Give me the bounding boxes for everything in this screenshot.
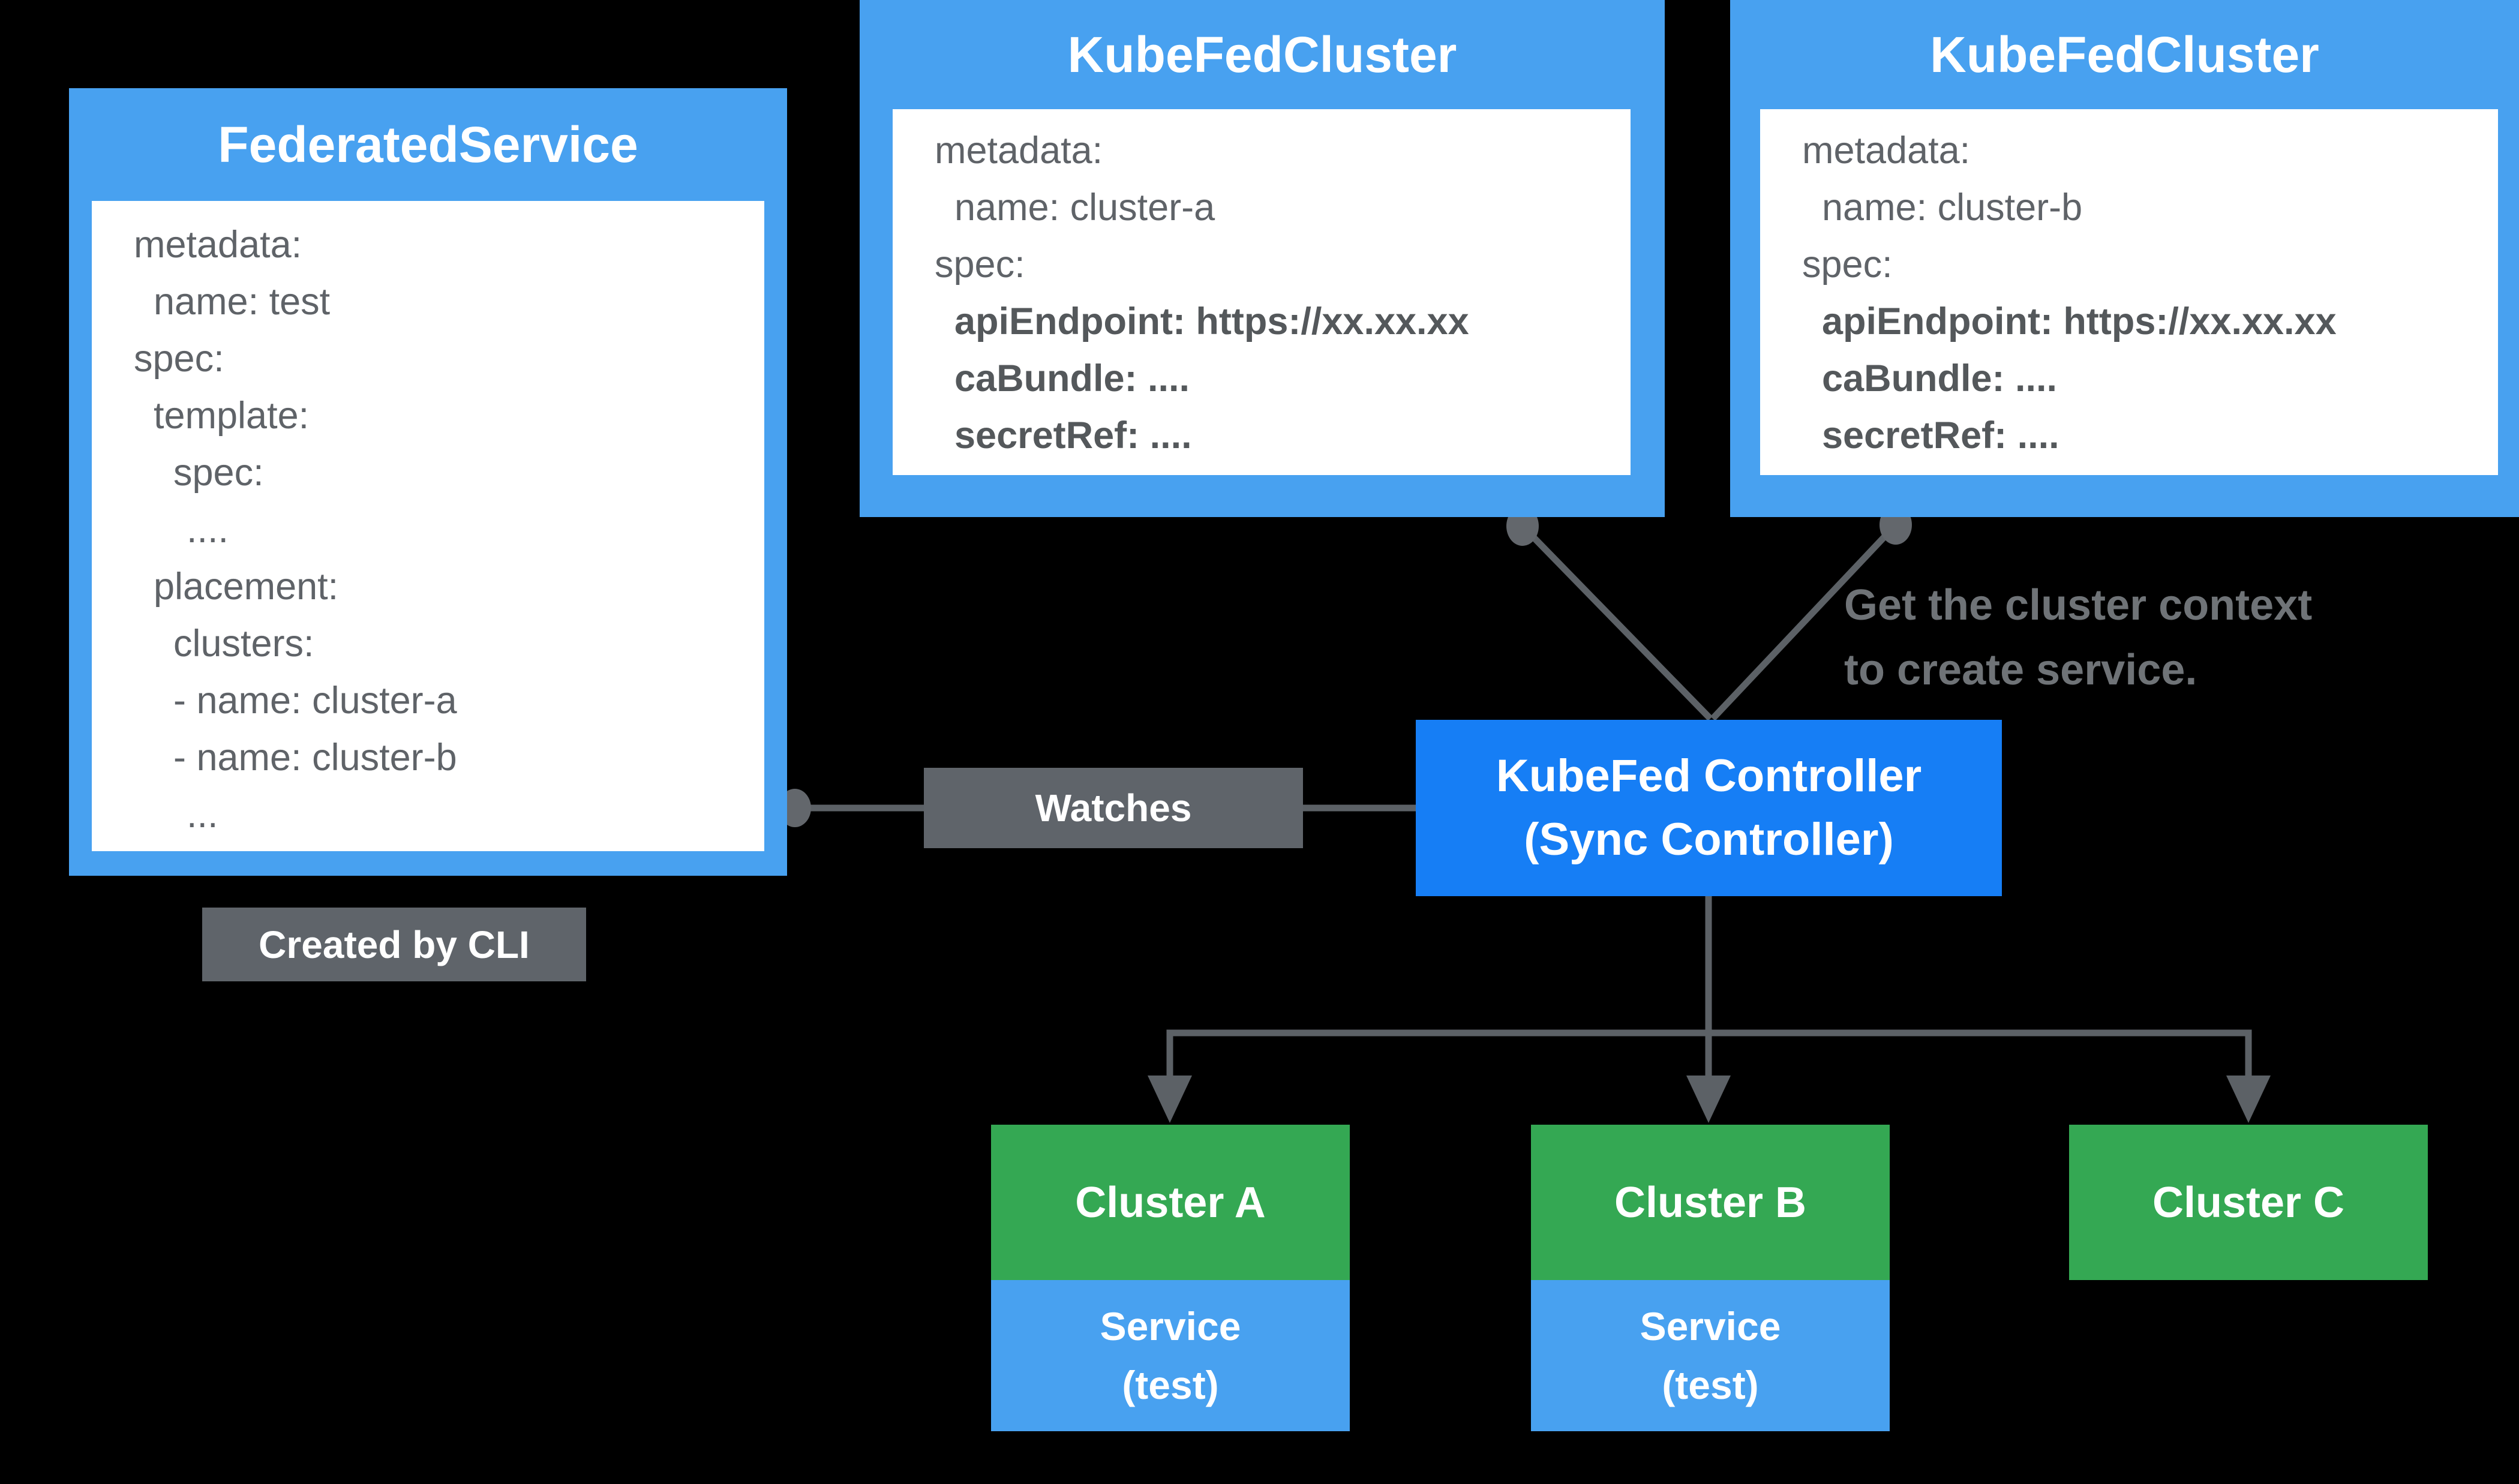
yaml-line: name: test [154, 281, 331, 323]
arrowhead-cluster-c [2226, 1076, 2271, 1123]
yaml-line: spec: [1802, 244, 1893, 286]
kubefedcluster-b-title: KubeFedCluster [1930, 26, 2319, 83]
arrowhead-cluster-a [1148, 1076, 1192, 1123]
kubefedcluster-b-yaml-panel: metadata: name: cluster-b spec: apiEndpo… [1760, 109, 2498, 475]
annotation-line-2: to create service. [1844, 646, 2197, 694]
yaml-line: apiEndpoint: https://xx.xx.xx [1822, 301, 2337, 343]
kubefedcluster-a-box: KubeFedCluster metadata: name: cluster-a… [860, 0, 1665, 517]
cluster-c-label: Cluster C [2152, 1178, 2345, 1227]
yaml-line: name: cluster-a [954, 187, 1215, 229]
service-a-box: Service (test) [991, 1280, 1350, 1431]
yaml-line: metadata: [935, 130, 1103, 172]
yaml-line: ... [187, 794, 218, 836]
kubefed-controller-box: KubeFed Controller (Sync Controller) [1416, 720, 2002, 896]
yaml-line: placement: [154, 566, 339, 608]
yaml-line: - name: cluster-b [173, 737, 457, 779]
created-by-cli-label: Created by CLI [202, 908, 586, 981]
federated-service-yaml-panel: metadata: name: test spec: template: spe… [92, 201, 764, 851]
arrowhead-cluster-b [1686, 1076, 1731, 1123]
kubefedcluster-b-box: KubeFedCluster metadata: name: cluster-b… [1730, 0, 2519, 517]
yaml-line: caBundle: .... [954, 358, 1190, 399]
watches-label: Watches [924, 768, 1303, 848]
yaml-line: apiEndpoint: https://xx.xx.xx [954, 301, 1469, 343]
yaml-line: name: cluster-b [1822, 187, 2083, 229]
cluster-a-label: Cluster A [1075, 1178, 1266, 1227]
service-b-sublabel: (test) [1662, 1363, 1759, 1407]
service-a-label: Service [1100, 1304, 1241, 1348]
service-a-sublabel: (test) [1122, 1363, 1219, 1407]
yaml-line: spec: [134, 338, 224, 380]
yaml-line: spec: [935, 244, 1025, 286]
yaml-line: - name: cluster-a [173, 680, 457, 722]
federated-service-title: FederatedService [218, 116, 638, 173]
yaml-line: secretRef: .... [954, 414, 1192, 456]
yaml-line: secretRef: .... [1822, 414, 2059, 456]
controller-title-line-2: (Sync Controller) [1524, 814, 1894, 865]
cluster-b-label: Cluster B [1614, 1178, 1807, 1227]
yaml-line: metadata: [134, 224, 302, 266]
cluster-a-box: Cluster A [991, 1125, 1350, 1280]
controller-title-line-1: KubeFed Controller [1496, 750, 1922, 801]
get-cluster-context-annotation: Get the cluster context to create servic… [1844, 573, 2312, 702]
yaml-line: spec: [173, 452, 264, 494]
federated-service-box: FederatedService metadata: name: test sp… [69, 88, 787, 876]
yaml-line: .... [187, 509, 229, 551]
kubefedcluster-a-title: KubeFedCluster [1067, 26, 1457, 83]
cluster-c-box: Cluster C [2069, 1125, 2428, 1280]
kubefedcluster-a-yaml-panel: metadata: name: cluster-a spec: apiEndpo… [893, 109, 1631, 475]
cluster-b-context-line [1710, 522, 1898, 721]
annotation-line-1: Get the cluster context [1844, 581, 2313, 629]
yaml-line: metadata: [1802, 130, 1971, 172]
yaml-line: template: [154, 395, 310, 437]
cluster-b-box: Cluster B [1531, 1125, 1890, 1280]
service-b-box: Service (test) [1531, 1280, 1890, 1431]
cluster-a-context-line [1520, 524, 1713, 721]
yaml-line: caBundle: .... [1822, 358, 2058, 399]
service-b-label: Service [1640, 1304, 1781, 1348]
yaml-line: clusters: [173, 623, 314, 665]
